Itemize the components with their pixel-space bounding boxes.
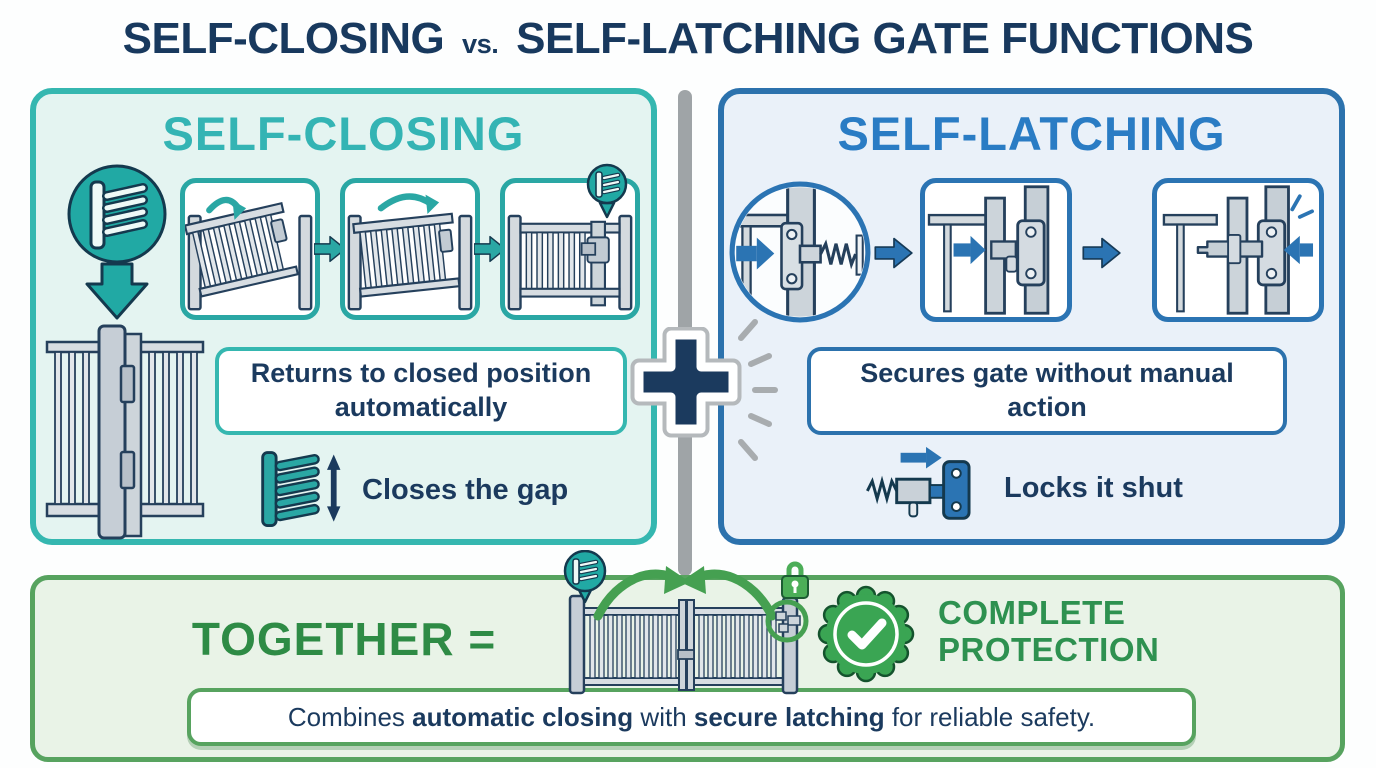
arrow-right-icon [900, 446, 942, 469]
latch-spring-zoom-illustration [729, 181, 871, 323]
combined-gate-illustration [563, 550, 809, 695]
latch-spring-coil [819, 239, 857, 270]
step-arrow-icon [314, 235, 346, 263]
closing-step-2-frame [340, 178, 480, 320]
padlock-icon [781, 561, 809, 599]
gate-closing-illustration [347, 193, 473, 311]
closing-arrows-icon [593, 566, 777, 621]
latch-bolt-icon [866, 446, 971, 520]
spring-badge-icon [586, 163, 628, 219]
page-title: SELF-CLOSING vs. SELF-LATCHING GATE FUNC… [0, 14, 1376, 64]
self-closing-caption: Returns to closed position automatically [215, 347, 627, 435]
step-arrow-icon [474, 235, 506, 263]
click-sparkle-icon [1290, 194, 1314, 219]
gate-drawing [45, 324, 205, 540]
double-gate-drawing [568, 594, 799, 695]
self-closing-heading: SELF-CLOSING [162, 107, 525, 160]
step-arrow-icon [874, 237, 913, 269]
gate-open-illustration [185, 196, 313, 311]
closing-arrow-icon [377, 193, 440, 215]
spring-badge-icon [563, 550, 607, 604]
spring-icon [261, 451, 341, 527]
self-closing-tagline: Closes the gap [362, 473, 569, 506]
self-latching-caption: Secures gate without manual action [807, 347, 1287, 435]
title-right: SELF-LATCHING GATE FUNCTIONS [516, 14, 1254, 63]
arrow-down-icon [85, 262, 149, 320]
gate-closed-illustration [507, 214, 633, 311]
latching-step-2-frame [920, 178, 1072, 322]
self-latching-tagline: Locks it shut [1004, 471, 1183, 504]
push-arrow-left-icon [1283, 235, 1314, 265]
latching-step-3-frame [1152, 178, 1324, 322]
push-arrow-icon [953, 235, 986, 265]
self-latching-heading: SELF-LATCHING [837, 107, 1226, 160]
title-vs: vs. [461, 28, 499, 59]
summary-text: Combines automatic closing with secure l… [287, 701, 1096, 732]
push-arrow-icon [736, 237, 775, 270]
spring-icon [89, 180, 148, 250]
up-down-arrow-icon [327, 454, 341, 522]
together-heading: TOGETHER = [191, 613, 497, 665]
sparkle-rays-icon [738, 319, 778, 461]
complete-protection-label: COMPLETE PROTECTION [938, 594, 1160, 668]
latch-engaged-illustration [1162, 185, 1314, 315]
closing-arrow-icon [206, 196, 247, 220]
step-arrow-icon [1082, 237, 1121, 269]
latch-approaching-illustration [927, 185, 1050, 315]
spring-hinge-gate-illustration [45, 164, 205, 540]
latch-highlight-circle [765, 599, 809, 643]
checkmark-seal-icon [817, 585, 915, 683]
plus-icon [630, 327, 742, 438]
title-left: SELF-CLOSING [122, 14, 445, 63]
closing-step-1-frame [180, 178, 320, 320]
